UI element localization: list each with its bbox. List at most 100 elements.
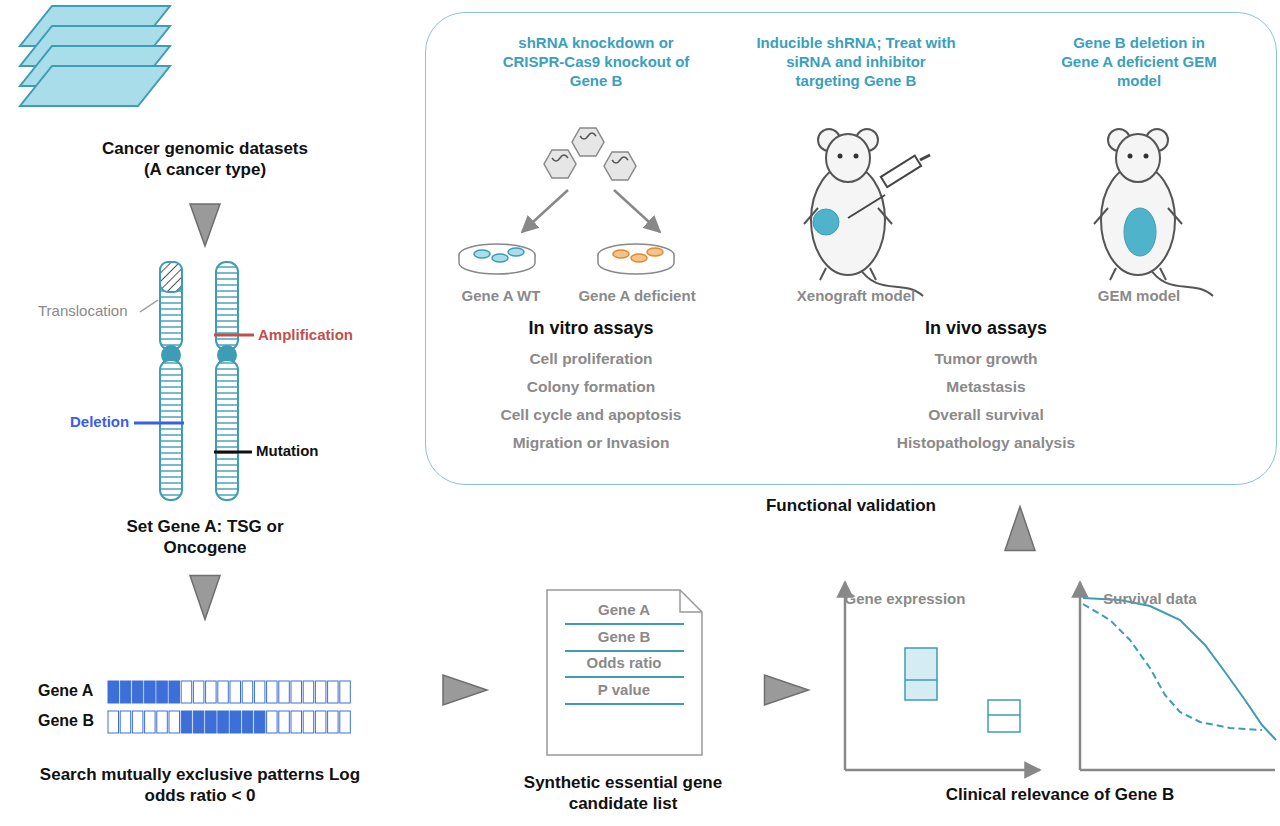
flow-arrow: [190, 576, 220, 620]
gene-a-step: Set Gene A: TSG or Oncogene: [30, 250, 380, 570]
step-caption: Cancer genomic datasets (A cancer type): [91, 138, 319, 181]
matrix-cell: [193, 711, 204, 733]
matrix-cell: [279, 681, 290, 703]
matrix-cell: [145, 711, 156, 733]
matrix-cell: [108, 681, 119, 703]
survival-chart: [1080, 582, 1276, 770]
candidate-list: Gene A Gene B Odds ratio P valueSynthetic e…: [500, 588, 745, 826]
culture-dishes: [459, 244, 674, 274]
assay-item: Overall survival: [866, 405, 1106, 424]
matrix-cell: [291, 681, 302, 703]
gem-group: Gene B deletion in Gene A deficient GEM …: [1041, 26, 1241, 316]
assay-item: Tumor growth: [866, 349, 1106, 368]
matrix-cell: [254, 681, 265, 703]
flow-arrow: [443, 675, 487, 705]
matrix-cell: [303, 681, 314, 703]
assay-heading: In vivo assays: [876, 317, 1096, 340]
flow-arrow: [190, 204, 220, 246]
matrix-cell: [230, 711, 241, 733]
assay-item: Migration or Invasion: [471, 433, 711, 452]
matrix-cell: [157, 711, 168, 733]
item-label: Gene A WT: [446, 287, 556, 306]
matrix-cell: [218, 681, 229, 703]
matrix-cell: [206, 711, 217, 733]
matrix-cell: [181, 681, 192, 703]
tumor: [813, 209, 839, 235]
item-label: P value: [554, 681, 694, 700]
matrix-cell: [120, 711, 131, 733]
syringe: [848, 155, 930, 218]
matrix-cell: [132, 711, 143, 733]
matrix-cell: [169, 711, 180, 733]
matrix-cell: [157, 681, 168, 703]
matrix-cell: [315, 681, 326, 703]
matrix-cell: [279, 711, 290, 733]
matrix-cell: [230, 681, 241, 703]
matrix-cell: [218, 711, 229, 733]
row-label: Gene A: [38, 682, 93, 700]
matrix-cell: [108, 711, 119, 733]
matrix-cell: [242, 681, 253, 703]
assay-item: Histopathology analysis: [866, 433, 1106, 452]
matrix-cell: [303, 711, 314, 733]
transduction-arrows: [522, 190, 660, 232]
matrix-cell: [267, 681, 278, 703]
step-caption: Set Gene A: TSG or Oncogene: [125, 516, 285, 559]
event-label: Translocation: [38, 302, 128, 319]
matrix-cell: [145, 681, 156, 703]
item-label: GEM model: [1074, 287, 1204, 306]
assay-item: Colony formation: [471, 377, 711, 396]
item-label: Gene expression: [830, 590, 980, 609]
item-label: Gene B: [554, 628, 694, 647]
virus-particles: [544, 128, 636, 180]
step-caption: Synthetic essential gene candidate list: [508, 772, 738, 815]
tumor: [1124, 208, 1156, 256]
item-label: Gene A deficient: [567, 287, 707, 306]
step-caption: Clinical relevance of Gene B: [910, 784, 1210, 805]
exclusivity-matrix: [108, 681, 350, 733]
method-heading: shRNA knockdown or CRISPR-Cas9 knockout …: [496, 33, 696, 90]
matrix-cell: [340, 681, 351, 703]
matrix-cell: [193, 681, 204, 703]
assay-item: Cell cycle and apoptosis: [471, 405, 711, 424]
item-label: Xenograft model: [776, 287, 936, 306]
row-label: Gene B: [38, 712, 94, 730]
method-heading: Inducible shRNA; Treat with siRNA and in…: [756, 33, 956, 90]
dataset-step: Cancer genomic datasets (A cancer type): [95, 0, 325, 200]
step-caption: Search mutually exclusive patterns Log o…: [32, 764, 368, 807]
assay-item: Metastasis: [866, 377, 1106, 396]
clinical-step: Gene expression Survival dataClinical rel…: [828, 572, 1280, 826]
xenograft-group: Inducible shRNA; Treat with siRNA and in…: [763, 26, 968, 316]
chromosomes: [134, 262, 254, 500]
item-label: Odds ratio: [554, 654, 694, 673]
event-label: Amplification: [258, 326, 353, 343]
matrix-cell: [340, 711, 351, 733]
event-label: Mutation: [256, 442, 318, 459]
matrix-cell: [328, 681, 339, 703]
flow-arrow: [765, 675, 809, 705]
matrix-cell: [328, 711, 339, 733]
assay-heading: In vitro assays: [491, 317, 691, 340]
matrix-cell: [254, 711, 265, 733]
method-heading: Gene B deletion in Gene A deficient GEM …: [1057, 33, 1222, 90]
matrix-cell: [242, 711, 253, 733]
assay-item: Cell proliferation: [471, 349, 711, 368]
in-vitro-group: shRNA knockdown or CRISPR-Cas9 knockout …: [433, 26, 759, 466]
matrix-cell: [181, 711, 192, 733]
expression-chart: [845, 582, 1040, 770]
flow-arrow: [1005, 507, 1035, 551]
dataset-stack: [20, 6, 170, 106]
matrix-cell: [120, 681, 131, 703]
matrix-cell: [315, 711, 326, 733]
item-label: Gene A: [554, 601, 694, 620]
event-label: Deletion: [70, 413, 129, 430]
matrix-cell: [169, 681, 180, 703]
step-caption: Functional validation: [731, 495, 971, 516]
item-label: Survival data: [1085, 590, 1215, 609]
matrix-cell: [206, 681, 217, 703]
matrix-cell: [291, 711, 302, 733]
document-icon: [547, 590, 702, 755]
validation-panel: shRNA knockdown or CRISPR-Cas9 knockout …: [425, 12, 1277, 485]
matrix-cell: [132, 681, 143, 703]
